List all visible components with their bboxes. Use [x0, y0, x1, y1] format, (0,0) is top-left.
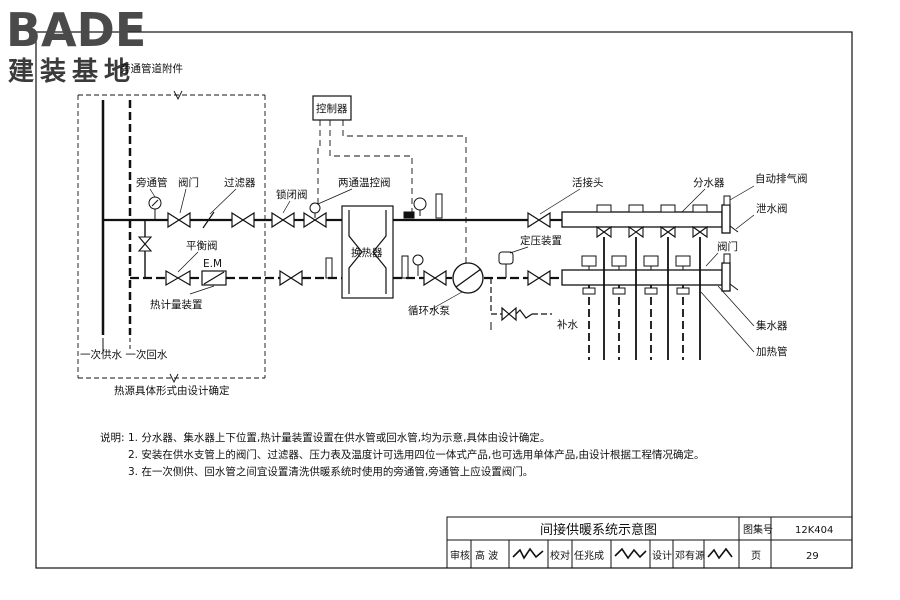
union-label: 活接头	[572, 176, 604, 189]
circulation-pump-icon	[452, 262, 484, 294]
check-label: 校对	[550, 549, 570, 562]
title-block	[446, 516, 853, 569]
two-way-valve-label: 两通温控阀	[338, 176, 391, 189]
design-label: 设计	[652, 549, 672, 562]
auto-vent-icon	[723, 195, 731, 264]
valve-icon	[167, 211, 191, 229]
notes: 说明: 1. 分水器、集水器上下位置,热计量装置设置在供水管或回水管,均为示意,…	[100, 431, 705, 478]
review-name: 高 波	[475, 549, 498, 562]
heat-meter-label: 热计量装置	[150, 298, 203, 311]
return-valve-icon	[279, 269, 303, 287]
actuator-icon	[309, 202, 321, 218]
bypass-pipe	[137, 220, 153, 278]
em-label: E.M	[203, 258, 222, 270]
return-valves	[165, 269, 551, 287]
pump-valve-icon	[423, 269, 447, 287]
lock-valve-icon	[271, 211, 295, 229]
drain-valve-icon	[729, 225, 739, 291]
check-name: 任兆成	[574, 549, 604, 562]
auto-vent-label: 自动排气阀	[755, 172, 808, 185]
makeup-water-line	[490, 278, 552, 322]
pressure-device-label: 定压装置	[520, 234, 562, 247]
circ-pump-label: 循环水泵	[408, 304, 450, 317]
signature-marks	[512, 547, 733, 560]
union-valve-icon	[527, 211, 551, 229]
review-label: 审核	[450, 549, 470, 562]
logo: BADE 建装基地	[6, 3, 146, 87]
branch-valves	[596, 225, 708, 239]
note-2: 2. 安装在供水支管上的阀门、过滤器、压力表及温度计可选用四位一体式产品,也可选…	[128, 448, 705, 461]
collector-valve-icon	[527, 269, 551, 287]
distributor-outlets	[596, 204, 708, 213]
pressure-device-icon	[498, 251, 514, 278]
note-1: 1. 分水器、集水器上下位置,热计量装置设置在供水管或回水管,均为示意,具体由设…	[128, 431, 550, 444]
filter-slash-icon	[202, 211, 215, 229]
primary-supply-return-label: 一次供水 一次回水	[80, 348, 168, 361]
heat-exchanger	[341, 205, 394, 299]
design-name: 邓有源	[675, 549, 705, 562]
control-lines	[317, 120, 467, 272]
pressure-gauge-icon	[148, 196, 162, 220]
loop-fittings	[582, 287, 690, 295]
drawing-title: 间接供暖系统示意图	[540, 522, 657, 538]
page-number: 29	[806, 551, 819, 562]
filter-icon	[231, 211, 255, 229]
logo-cjk: 建装基地	[8, 57, 136, 87]
valve2-label: 阀门	[717, 240, 738, 253]
filter-label: 过滤器	[224, 176, 256, 189]
drawing-frame	[35, 31, 853, 569]
primary-pipes	[101, 100, 132, 352]
temp-control-valve-icon	[303, 211, 327, 229]
heat-exchanger-label: 换热器	[351, 246, 383, 259]
thermometer-icons	[325, 193, 443, 279]
controller: 控制器	[312, 95, 352, 121]
makeup-water-label: 补水	[557, 318, 578, 331]
notes-prefix: 说明:	[100, 431, 125, 444]
heat-meter-icon	[201, 270, 227, 286]
distributor-label: 分水器	[693, 177, 725, 189]
lock-valve-label: 锁闭阀	[276, 188, 308, 201]
atlas-label: 图集号	[743, 523, 773, 536]
logo-latin: BADE	[6, 3, 146, 57]
heat-source-note: 热源具体形式由设计确定	[114, 384, 230, 397]
supply-valves	[167, 211, 551, 229]
drain-valve-label: 泄水阀	[756, 202, 788, 215]
collector-actuators	[581, 255, 691, 270]
top-label-fragment: 旁通管道附件	[120, 62, 183, 75]
bypass-pipe-label: 旁通管	[136, 176, 168, 189]
page-label: 页	[751, 550, 761, 562]
heat-source-box	[77, 90, 266, 384]
valve-label: 阀门	[178, 176, 199, 189]
balance-valve-icon	[165, 269, 191, 287]
controller-label: 控制器	[316, 102, 348, 115]
leader-lines	[149, 185, 755, 353]
heating-loops	[603, 237, 701, 360]
return-loops	[588, 285, 684, 360]
atlas-number: 12K404	[795, 525, 833, 536]
collector-label: 集水器	[756, 319, 788, 332]
heating-pipe-label: 加热管	[756, 345, 788, 358]
balance-valve-label: 平衡阀	[186, 239, 218, 252]
supply-gauge-icon	[403, 197, 427, 276]
note-3: 3. 在一次侧供、回水管之间宜设置清洗供暖系统时使用的旁通管,旁通管上应设置阀门…	[128, 465, 533, 478]
distributor	[561, 204, 731, 292]
